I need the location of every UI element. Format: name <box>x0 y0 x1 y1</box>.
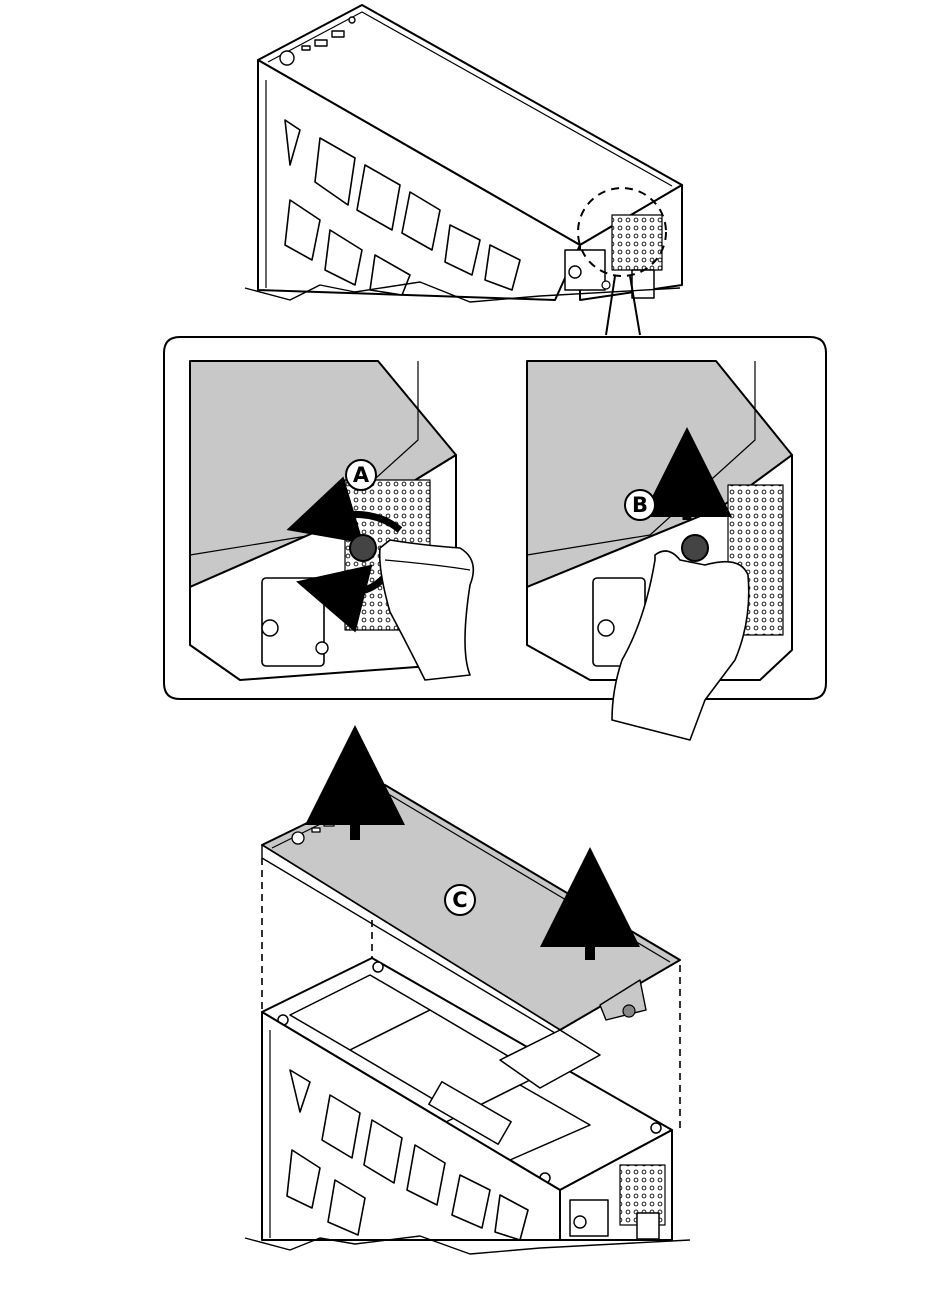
cover-removal-view <box>245 775 690 1254</box>
callout-c-label: C <box>452 888 467 912</box>
detail-panel: A B <box>164 337 826 740</box>
computer-overview <box>245 5 682 302</box>
thumbscrew-icon-b <box>682 535 708 561</box>
callout-a-label: A <box>353 463 370 487</box>
callout-b-label: B <box>632 493 648 517</box>
thumbscrew-icon <box>350 535 376 561</box>
